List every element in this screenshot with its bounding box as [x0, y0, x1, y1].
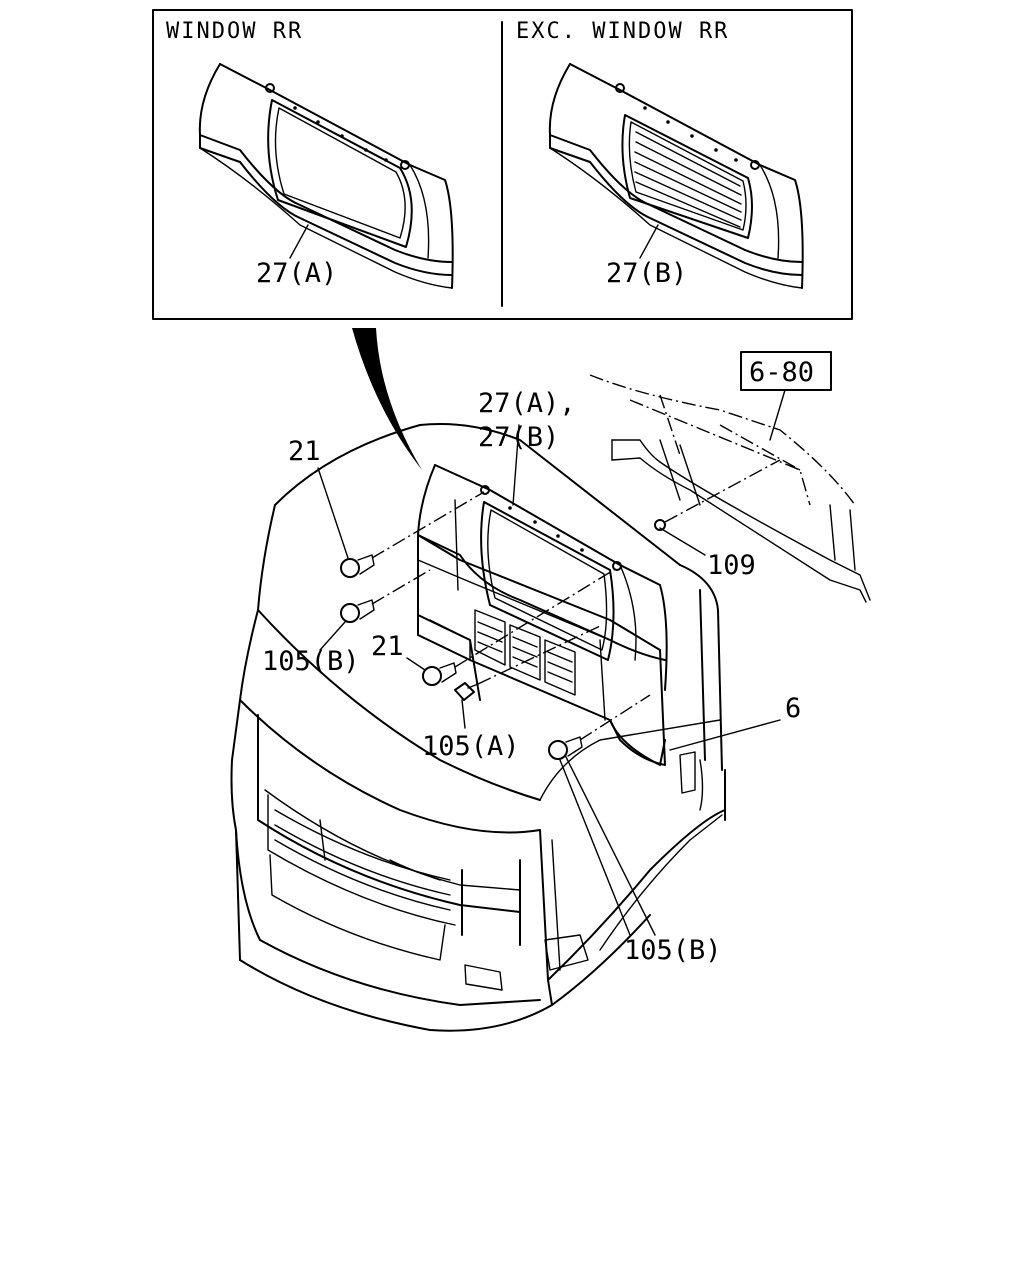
leader-27a-inset — [289, 224, 309, 259]
inset-pointer-arrow — [352, 328, 422, 470]
leader-27b-inset — [639, 224, 659, 259]
ref-box-label: 6-80 — [749, 357, 814, 388]
callout-grommet-109: 109 — [707, 550, 756, 581]
truck-cab-illustration — [230, 423, 726, 1032]
clip-105a — [454, 682, 479, 701]
callout-clip-21-upper: 21 — [288, 436, 321, 467]
inset-frame — [152, 9, 853, 320]
inset-right-title: EXC. WINDOW RR — [516, 19, 729, 44]
inset-part-27b: 27(B) — [606, 258, 687, 289]
panel-27a-illustration — [198, 63, 454, 289]
callout-clip-105b-right: 105(B) — [624, 935, 722, 966]
assembly-lines — [371, 459, 781, 741]
reference-cab-outline — [589, 374, 871, 603]
panel-27b-illustration — [548, 63, 804, 289]
inset-left-title: WINDOW RR — [166, 19, 303, 44]
ref-box-frame — [740, 351, 832, 391]
clip-105b-right — [548, 736, 583, 760]
grommet-109 — [654, 519, 666, 531]
callout-clip-105a: 105(A) — [422, 731, 520, 762]
callout-cover-6: 6 — [785, 693, 801, 724]
leader-lines — [317, 389, 786, 936]
callout-panel-27a: 27(A), — [478, 388, 576, 419]
callout-clip-105b-left: 105(B) — [262, 646, 360, 677]
clip-21-mid — [422, 662, 457, 686]
callout-clip-21-mid: 21 — [371, 631, 404, 662]
clip-105b-left — [340, 599, 375, 623]
panel-27-illustration — [417, 464, 668, 691]
callout-panel-27b: 27(B) — [478, 422, 559, 453]
clip-21-upper — [340, 554, 375, 578]
inset-part-27a: 27(A) — [256, 258, 337, 289]
